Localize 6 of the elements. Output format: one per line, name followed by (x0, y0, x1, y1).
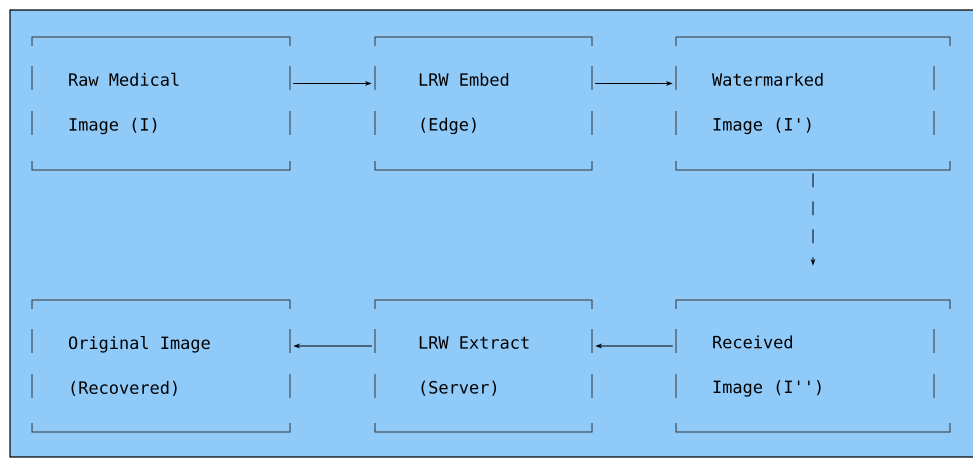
process-box: LRW Embed (Edge) (374, 36, 592, 170)
process-box: Original Image (Recovered) (32, 300, 290, 432)
process-box: LRW Extract (Server) (374, 300, 592, 432)
process-box: Watermarked Image (I') (676, 36, 950, 170)
process-box: Raw Medical Image (I) (32, 36, 290, 170)
process-box: Received Image (I'') (676, 300, 950, 432)
